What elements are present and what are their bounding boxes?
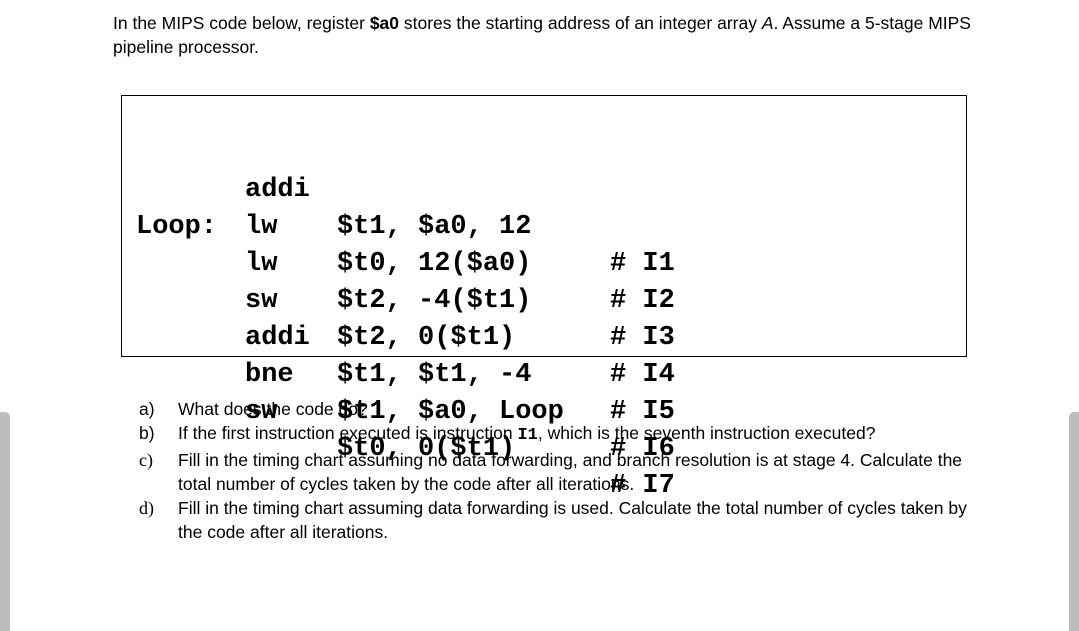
code-opcode: lw [245, 249, 278, 279]
array-name: A [761, 13, 774, 33]
code-operands: $t2, 0($t1) [337, 323, 516, 353]
code-line-i7: sw $t0, 0($t1) # I7 [122, 320, 675, 501]
instruction-ref: I1 [517, 426, 538, 445]
code-line-i3: Loop: lw $t2, -4($t1) # I3 [122, 172, 675, 353]
question-text: Fill in the timing chart assuming data f… [178, 498, 967, 542]
code-opcode: addi [245, 175, 310, 205]
code-operands: $t1, $a0, Loop [337, 397, 564, 427]
code-opcode: bne [245, 360, 294, 390]
code-line-i6: bne $t1, $a0, Loop # I6 [122, 283, 675, 464]
right-scrollbar[interactable] [1069, 412, 1079, 631]
code-comment: # I4 [610, 360, 675, 390]
question-a: a) What does the code do? [139, 397, 969, 421]
code-line-i4: sw $t2, 0($t1) # I4 [122, 209, 675, 390]
code-operands: $t1, $a0, 12 [337, 212, 532, 242]
question-list: a) What does the code do? b) If the firs… [139, 397, 969, 544]
question-letter: a) [139, 399, 155, 419]
question-text: , which is the seventh instruction execu… [537, 423, 876, 443]
code-comment: # I6 [610, 434, 675, 464]
question-text: What does the code do? [178, 399, 368, 419]
code-operands: $t2, -4($t1) [337, 286, 532, 316]
code-operands: $t1, $t1, -4 [337, 360, 532, 390]
code-comment: # I7 [610, 471, 675, 501]
intro-text-1: In the MIPS code below, register [113, 13, 370, 33]
code-operands: $t0, 0($t1) [337, 434, 516, 464]
code-line-i1: addi $t1, $a0, 12 # I1 [122, 98, 675, 279]
question-letter: b) [139, 423, 155, 443]
code-comment: # I3 [610, 323, 675, 353]
mips-code-block: addi $t1, $a0, 12 # I1 lw $t0, 12($a0) #… [121, 95, 967, 501]
code-operands: $t0, 12($a0) [337, 249, 532, 279]
code-opcode: lw [245, 212, 278, 242]
question-letter: c) [139, 450, 153, 470]
problem-intro: In the MIPS code below, register $a0 sto… [113, 11, 1013, 59]
left-scrollbar[interactable] [0, 412, 10, 631]
question-c: c) Fill in the timing chart assuming no … [139, 448, 969, 496]
code-opcode: addi [245, 323, 310, 353]
code-comment: # I2 [610, 286, 675, 316]
register-name: $a0 [369, 13, 400, 33]
code-line-i5: addi $t1, $t1, -4 # I5 [122, 246, 675, 427]
code-opcode: sw [245, 397, 278, 427]
code-line-i2: lw $t0, 12($a0) # I2 [122, 135, 675, 316]
intro-text-3: . Assume a 5-stage MIPS pipeline process… [113, 13, 971, 57]
code-label: Loop: [136, 212, 218, 242]
question-b: b) If the first instruction executed is … [139, 421, 969, 448]
question-text: Fill in the timing chart assuming no dat… [178, 450, 963, 494]
question-d: d) Fill in the timing chart assuming dat… [139, 496, 969, 544]
code-comment: # I5 [610, 397, 675, 427]
code-opcode: sw [245, 286, 278, 316]
question-text: If the first instruction executed is ins… [178, 423, 518, 443]
code-comment: # I1 [610, 249, 675, 279]
intro-text-2: stores the starting address of an intege… [399, 13, 762, 33]
question-letter: d) [139, 498, 154, 518]
